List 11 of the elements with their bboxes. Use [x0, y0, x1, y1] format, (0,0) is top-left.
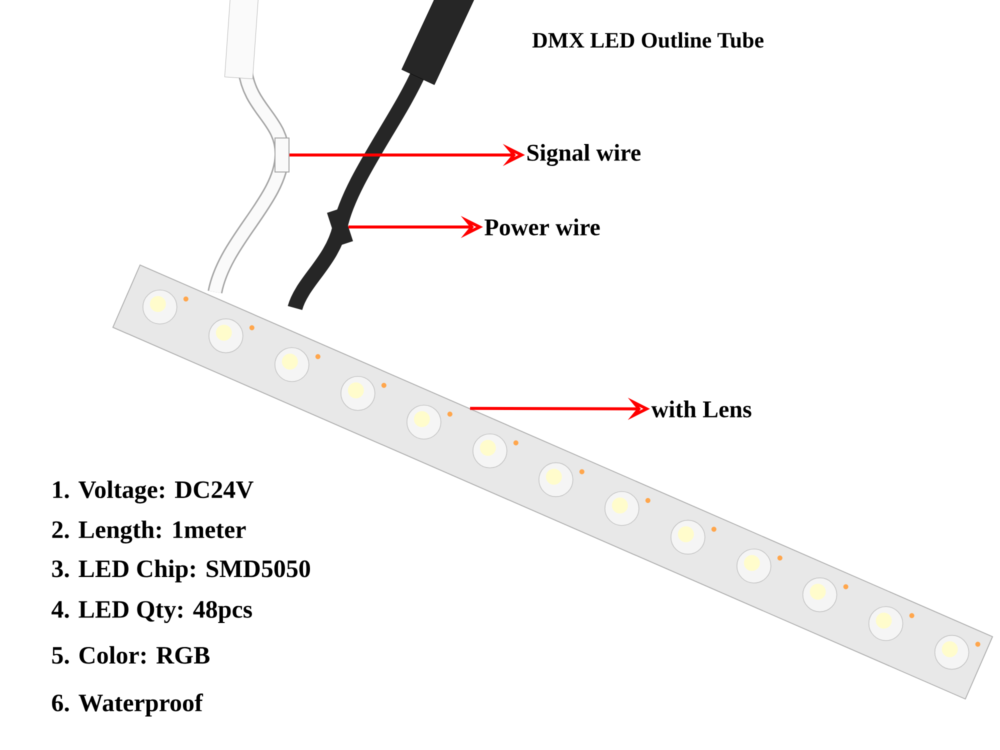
spec-item: 5. Color: RGB [52, 646, 210, 664]
spec-item: 1. Voltage: DC24V [53, 480, 254, 504]
spec-item: 2. Length: 1meter [52, 520, 246, 544]
callout-text: Signal wire [527, 144, 640, 166]
spec-item: 6. Waterproof [52, 694, 204, 716]
title: DMX LED Outline Tube [532, 32, 764, 48]
cable-segment [274, 138, 290, 172]
callout-text: Power wire [484, 218, 600, 236]
spec-item: 3. LED Chip: SMD5050 [52, 560, 310, 582]
spec-item: 4. LED Qty: 48pcs [52, 601, 252, 624]
callout-text: with Lens [651, 400, 752, 418]
